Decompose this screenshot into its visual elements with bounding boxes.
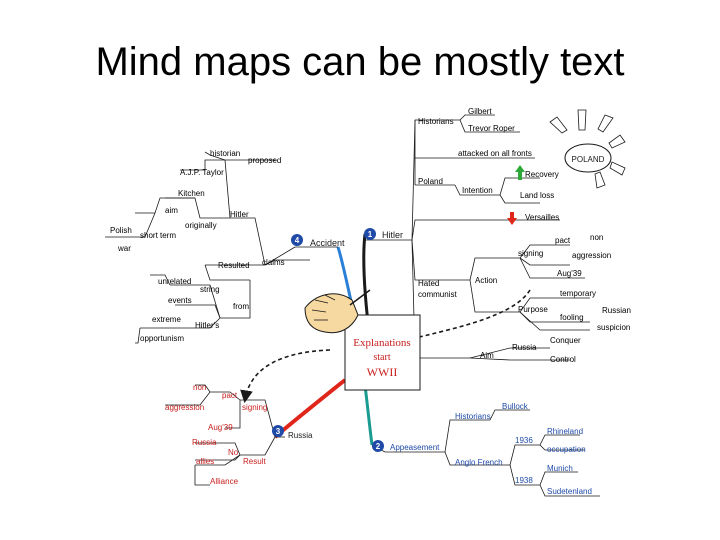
branch-4-number: 4 [295, 236, 300, 245]
node-allies[interactable]: allies [196, 457, 214, 466]
node-alliance[interactable]: Alliance [210, 477, 239, 486]
branch-1-number-badge [364, 228, 376, 240]
node-unrelated[interactable]: unrelated [158, 277, 191, 286]
node-war[interactable]: war [117, 244, 131, 253]
center-card[interactable] [344, 314, 421, 391]
center-line2: start [373, 352, 390, 363]
branch-3-number: 3 [276, 427, 281, 436]
node-signing-b3[interactable]: signing [242, 403, 267, 412]
node-from[interactable]: from [233, 302, 249, 311]
node-no[interactable]: No [228, 448, 239, 457]
node-land-loss[interactable]: Land loss [520, 191, 554, 200]
node-signing-b1[interactable]: signing [518, 249, 543, 258]
branch-3-lines [165, 384, 285, 486]
dashed-connector-left [240, 349, 331, 404]
node-aim-b1[interactable]: Aim [480, 351, 494, 360]
node-aim-b4[interactable]: aim [165, 206, 178, 215]
node-russia-b3[interactable]: Russia [192, 438, 217, 447]
node-ajp-taylor[interactable]: A.J.P. Taylor [180, 168, 224, 177]
node-1936[interactable]: 1936 [515, 436, 533, 445]
node-extreme[interactable]: extreme [152, 315, 181, 324]
node-temporary[interactable]: temporary [560, 289, 596, 298]
node-short-term[interactable]: short term [140, 231, 176, 240]
node-1938[interactable]: 1938 [515, 476, 533, 485]
node-bullock[interactable]: Bullock [502, 402, 529, 411]
node-historians-b1[interactable]: Historians [418, 117, 454, 126]
center-line3: WWII [367, 365, 398, 379]
node-aggression-b3[interactable]: aggression [165, 403, 204, 412]
node-fooling[interactable]: fooling [560, 313, 584, 322]
node-opportunism[interactable]: opportunism [140, 334, 184, 343]
branch-3-number-badge [272, 425, 284, 437]
node-pact-b1[interactable]: pact [555, 236, 571, 245]
node-intention[interactable]: Intention [462, 186, 493, 195]
node-russia-b1[interactable]: Russia [512, 343, 537, 352]
node-non-b3[interactable]: non [193, 383, 206, 392]
node-historian[interactable]: historian [210, 149, 240, 158]
mind-map: Explanations start WWII 1 Hitler Histori… [100, 100, 660, 525]
node-polish[interactable]: Polish [110, 226, 132, 235]
recovery-up-arrow-icon [515, 165, 525, 180]
node-aug39-b1[interactable]: Aug'39 [557, 269, 582, 278]
node-control[interactable]: Control [550, 355, 576, 364]
node-communist[interactable]: communist [418, 290, 457, 299]
node-action[interactable]: Action [475, 276, 497, 285]
branch-connector-2 [363, 384, 374, 446]
node-attacked[interactable]: attacked on all fronts [458, 149, 532, 158]
node-result[interactable]: Result [243, 457, 266, 466]
node-pact-b3[interactable]: pact [222, 391, 238, 400]
poland-sun-icon [549, 109, 626, 189]
node-suspicion[interactable]: suspicion [597, 323, 630, 332]
node-aug39-b3[interactable]: Aug'39 [208, 423, 233, 432]
node-hitlers[interactable]: Hitler's [195, 321, 219, 330]
node-sudetenland[interactable]: Sudetenland [547, 487, 592, 496]
node-russian[interactable]: Russian [602, 306, 631, 315]
node-non-b1[interactable]: non [590, 233, 603, 242]
node-trevor-roper[interactable]: Trevor Roper [468, 124, 515, 133]
branch-4-lines [105, 151, 338, 344]
hand-illustration [304, 289, 371, 334]
node-conquer[interactable]: Conquer [550, 336, 581, 345]
node-kitchen[interactable]: Kitchen [178, 189, 205, 198]
node-hated[interactable]: Hated [418, 279, 439, 288]
node-hitler-b4[interactable]: Hitler [230, 210, 249, 219]
branch-4-number-badge [291, 234, 303, 246]
node-rhineland[interactable]: Rhineland [547, 427, 583, 436]
node-poland[interactable]: Poland [418, 177, 443, 186]
slide-title: Mind maps can be mostly text [95, 40, 625, 84]
node-gilbert[interactable]: Gilbert [468, 107, 492, 116]
branch-2-lines [371, 409, 600, 497]
branch-2-label[interactable]: Appeasement [390, 443, 440, 452]
node-string[interactable]: string [200, 285, 220, 294]
versailles-down-arrow-icon [507, 212, 517, 225]
branch-3-labels: non pact aggression signing Aug'39 Russi… [165, 383, 267, 486]
node-originally[interactable]: originally [185, 221, 217, 230]
node-resulted[interactable]: Resulted [218, 261, 250, 270]
branch-connector-3 [273, 378, 347, 439]
node-events[interactable]: events [168, 296, 192, 305]
branch-1-label[interactable]: Hitler [382, 230, 403, 240]
node-recovery[interactable]: Recovery [525, 170, 559, 179]
node-claims[interactable]: claims [262, 258, 285, 267]
center-line1: Explanations [353, 337, 410, 349]
branch-2-number-badge [372, 440, 384, 452]
node-versailles[interactable]: Versailles [525, 213, 559, 222]
node-proposed[interactable]: proposed [248, 156, 281, 165]
node-historians-b2[interactable]: Historians [455, 412, 491, 421]
node-anglo-french[interactable]: Anglo French [455, 458, 503, 467]
node-munich[interactable]: Munich [547, 464, 573, 473]
node-purpose[interactable]: Purpose [518, 305, 548, 314]
node-poland-box[interactable]: POLAND [572, 155, 605, 164]
branch-2-labels: Appeasement Historians Bullock Anglo Fre… [390, 402, 592, 496]
branch-1-number: 1 [368, 230, 373, 239]
node-occupation[interactable]: occupation [547, 445, 586, 454]
node-aggression-b1[interactable]: aggression [572, 251, 611, 260]
branch-4-label[interactable]: Accident [310, 238, 345, 248]
branch-2-number: 2 [376, 442, 381, 451]
branch-3-label[interactable]: Russia [288, 431, 313, 440]
mind-map-canvas: Explanations start WWII 1 Hitler Histori… [105, 107, 631, 497]
